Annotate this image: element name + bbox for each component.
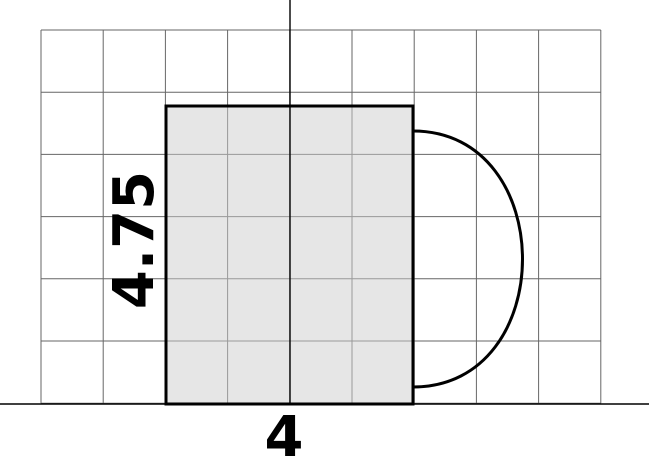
height-label: 4.75 — [102, 171, 167, 309]
width-label: 4 — [265, 405, 304, 470]
semicircle-curve — [412, 129, 524, 389]
